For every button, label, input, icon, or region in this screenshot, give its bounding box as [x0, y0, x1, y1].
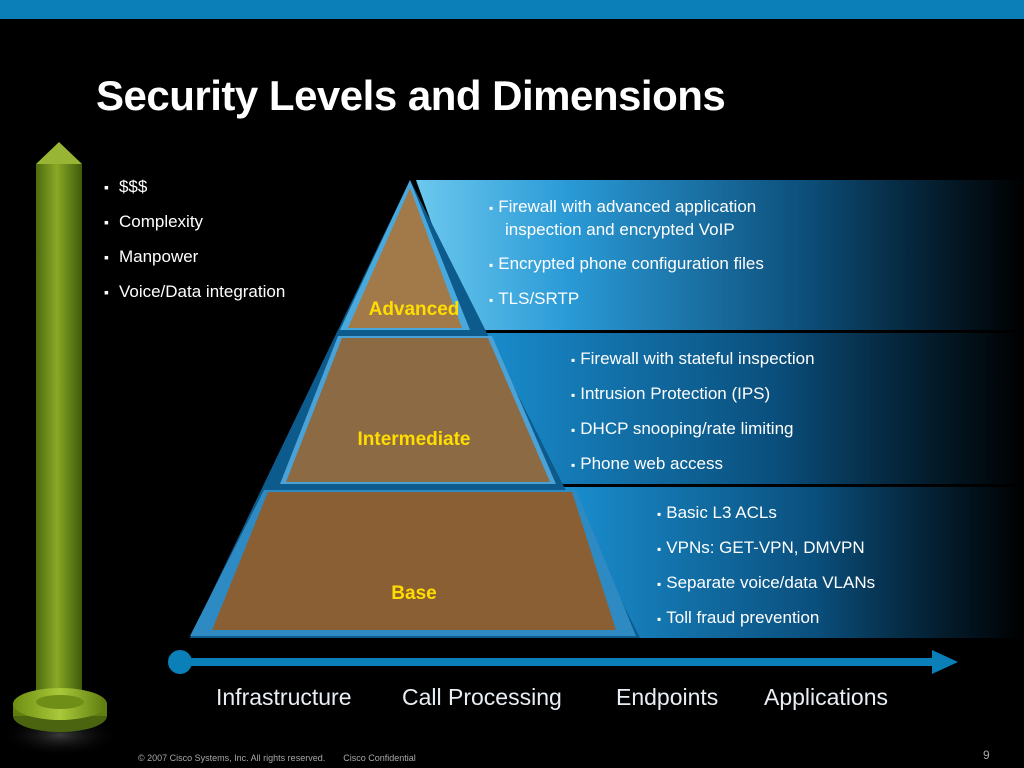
level-label-intermediate: Intermediate — [357, 429, 471, 450]
cost-factor-item: Voice/Data integration — [104, 281, 285, 316]
feature-item: ▪ Firewall with stateful inspection — [571, 348, 815, 383]
feature-text: Intrusion Protection (IPS) — [580, 384, 771, 403]
feature-item: ▪ Separate voice/data VLANs — [657, 572, 875, 607]
feature-text: Separate voice/data VLANs — [666, 573, 876, 592]
feature-text-continuation: inspection and encrypted VoIP — [505, 220, 735, 239]
advanced-features-list: ▪ Firewall with advanced application insp… — [489, 196, 764, 323]
axis-label-infrastructure: Infrastructure — [216, 684, 352, 710]
feature-text: Firewall with advanced application — [498, 197, 757, 216]
axis-label-call-processing: Call Processing — [402, 684, 562, 710]
level-label-base: Base — [391, 583, 437, 604]
axis-label-endpoints: Endpoints — [616, 684, 719, 710]
feature-text: DHCP snooping/rate limiting — [580, 419, 794, 438]
bullet-icon: ▪ — [657, 612, 662, 626]
bullet-icon: ▪ — [571, 423, 576, 437]
level-label-advanced: Advanced — [368, 299, 460, 320]
copyright-text: © 2007 Cisco Systems, Inc. All rights re… — [138, 753, 326, 763]
feature-text: Basic L3 ACLs — [666, 503, 777, 522]
feature-text: TLS/SRTP — [498, 289, 580, 308]
page-number: 9 — [983, 748, 990, 762]
footer: © 2007 Cisco Systems, Inc. All rights re… — [138, 753, 416, 763]
feature-text: Toll fraud prevention — [666, 608, 820, 627]
cost-factor-item: Complexity — [104, 211, 285, 246]
feature-item: ▪ Intrusion Protection (IPS) — [571, 383, 815, 418]
feature-text: Phone web access — [580, 454, 723, 473]
bullet-icon: ▪ — [571, 353, 576, 367]
bullet-icon: ▪ — [571, 458, 576, 472]
feature-item: ▪ Basic L3 ACLs — [657, 502, 875, 537]
feature-item: ▪ TLS/SRTP — [489, 288, 764, 323]
pyramid — [190, 180, 640, 638]
confidential-text: Cisco Confidential — [343, 753, 416, 763]
bullet-icon: ▪ — [657, 507, 662, 521]
slide-title: Security Levels and Dimensions — [96, 72, 726, 119]
dimension-axis-arrow — [168, 650, 958, 674]
feature-item: ▪ Toll fraud prevention — [657, 607, 875, 642]
cost-factors-list: $$$ Complexity Manpower Voice/Data integ… — [104, 176, 285, 316]
feature-item: ▪ Encrypted phone configuration files — [489, 253, 764, 288]
bullet-icon: ▪ — [571, 388, 576, 402]
intermediate-features-list: ▪ Firewall with stateful inspection ▪ Intr… — [571, 348, 815, 488]
bullet-icon: ▪ — [657, 577, 662, 591]
top-accent-bar — [0, 0, 1024, 19]
feature-text: Encrypted phone configuration files — [498, 254, 764, 273]
axis-label-applications: Applications — [764, 684, 889, 710]
level-bands — [416, 180, 1024, 638]
bullet-icon: ▪ — [489, 293, 494, 307]
feature-text: Firewall with stateful inspection — [580, 349, 815, 368]
feature-item: ▪ Phone web access — [571, 453, 815, 488]
bullet-icon: ▪ — [489, 201, 494, 215]
base-features-list: ▪ Basic L3 ACLs ▪ VPNs: GET-VPN, DMVPN ▪ Se… — [657, 502, 875, 642]
bullet-icon: ▪ — [657, 542, 662, 556]
pillar-graphic — [0, 142, 120, 757]
feature-text: VPNs: GET-VPN, DMVPN — [666, 538, 865, 557]
bullet-icon: ▪ — [489, 258, 494, 272]
cost-factor-item: $$$ — [104, 176, 285, 211]
feature-item: ▪ Firewall with advanced application insp… — [489, 196, 764, 253]
feature-item: ▪ DHCP snooping/rate limiting — [571, 418, 815, 453]
cost-factor-item: Manpower — [104, 246, 285, 281]
feature-item: ▪ VPNs: GET-VPN, DMVPN — [657, 537, 875, 572]
